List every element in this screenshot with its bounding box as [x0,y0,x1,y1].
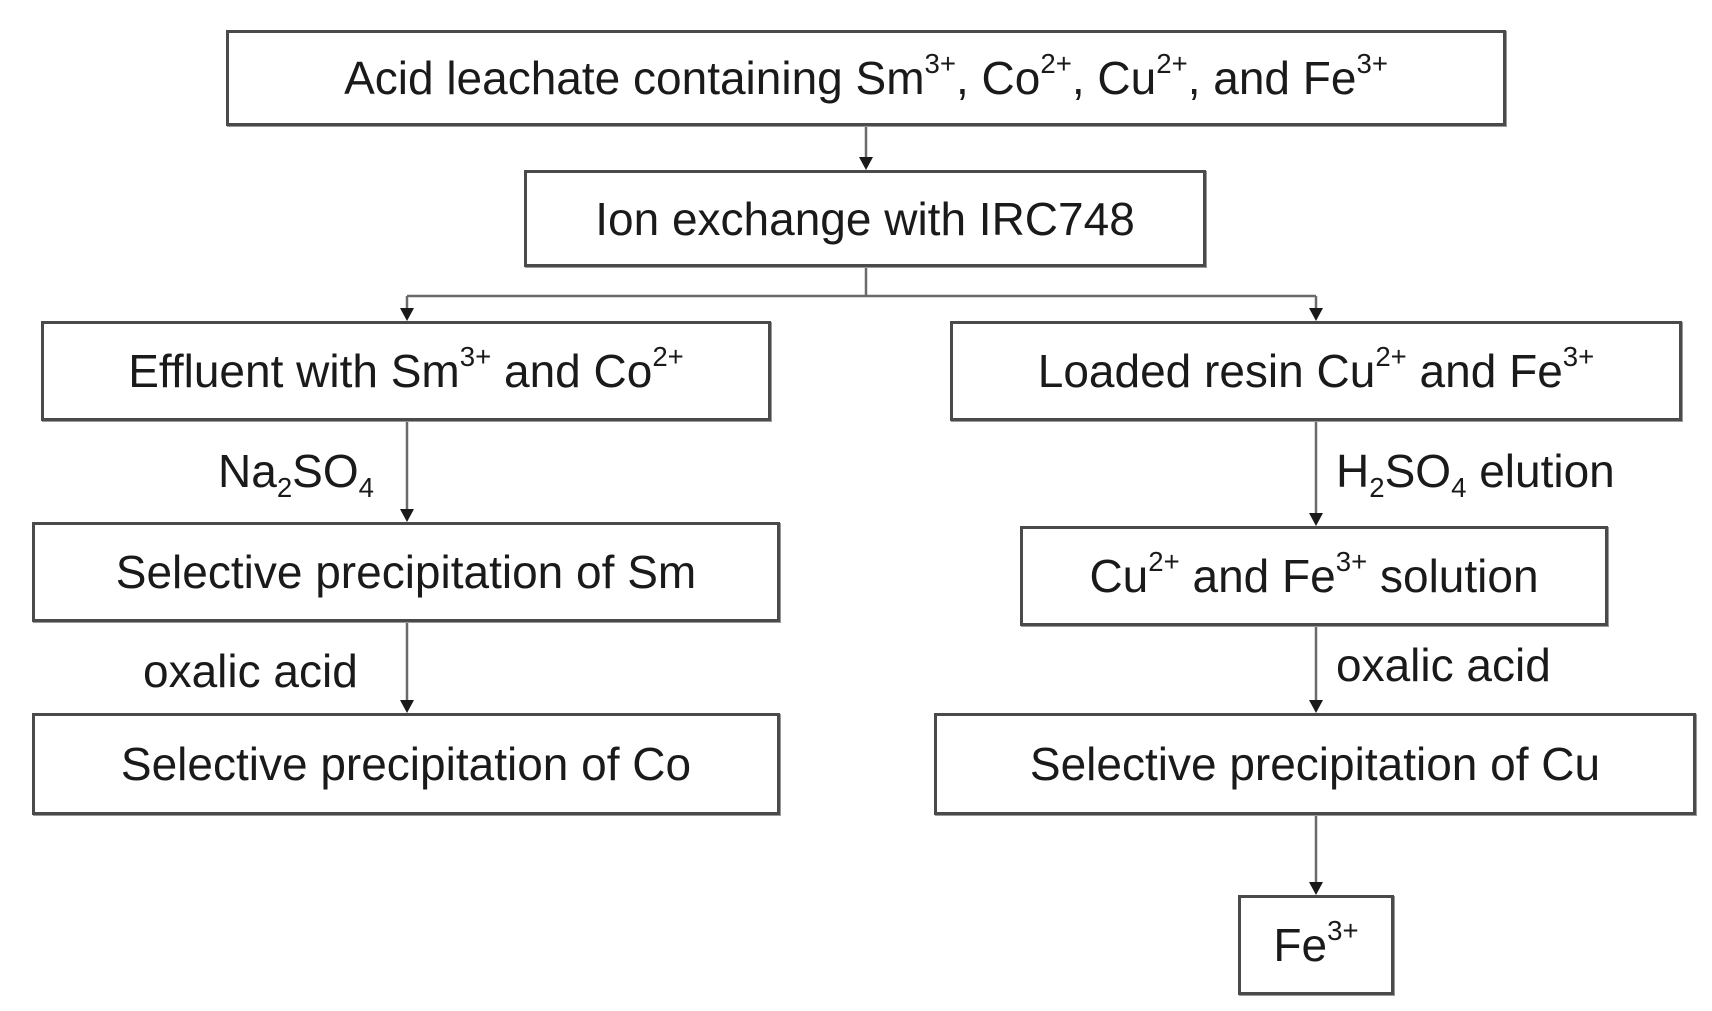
arrowhead [400,308,414,321]
box-effluent: Effluent with Sm3+ and Co2+ [41,321,771,421]
arrowhead [1309,513,1323,526]
arrowhead [1309,700,1323,713]
arrowhead [400,700,414,713]
box-cu-fe-solution: Cu2+ and Fe3+ solution [1020,526,1608,626]
fe3-text: Fe3+ [1273,915,1359,971]
leachate-text: Acid leachate containing Sm3+, Co2+, Cu2… [344,48,1388,104]
label-oxalic-acid-left: oxalic acid [143,645,358,697]
label-oxalic-acid-right: oxalic acid [1336,639,1551,691]
cu-fe-solution-text: Cu2+ and Fe3+ solution [1089,546,1539,602]
box-ion-exchange: Ion exchange with IRC748 [524,170,1206,267]
box-loaded-resin: Loaded resin Cu2+ and Fe3+ [950,321,1682,421]
label-na2so4: Na2SO4 [218,445,374,503]
sel-sm-text: Selective precipitation of Sm [115,546,697,598]
arrowhead [400,509,414,522]
ion-exchange-text: Ion exchange with IRC748 [595,192,1135,245]
arrowhead [859,157,873,170]
box-acid-leachate: Acid leachate containing Sm3+, Co2+, Cu2… [226,30,1506,126]
arrowhead [1309,882,1323,895]
sel-co-text: Selective precipitation of Co [120,738,692,790]
box-fe3: Fe3+ [1238,895,1394,995]
box-selective-precipitation-co: Selective precipitation of Co [32,713,780,815]
loaded-resin-text: Loaded resin Cu2+ and Fe3+ [1037,341,1595,397]
box-selective-precipitation-sm: Selective precipitation of Sm [32,522,780,622]
box-selective-precipitation-cu: Selective precipitation of Cu [934,713,1696,815]
label-h2so4-elution: H2SO4 elution [1336,445,1615,503]
sel-cu-text: Selective precipitation of Cu [1029,738,1601,790]
effluent-text: Effluent with Sm3+ and Co2+ [128,341,684,397]
arrowhead [1309,308,1323,321]
